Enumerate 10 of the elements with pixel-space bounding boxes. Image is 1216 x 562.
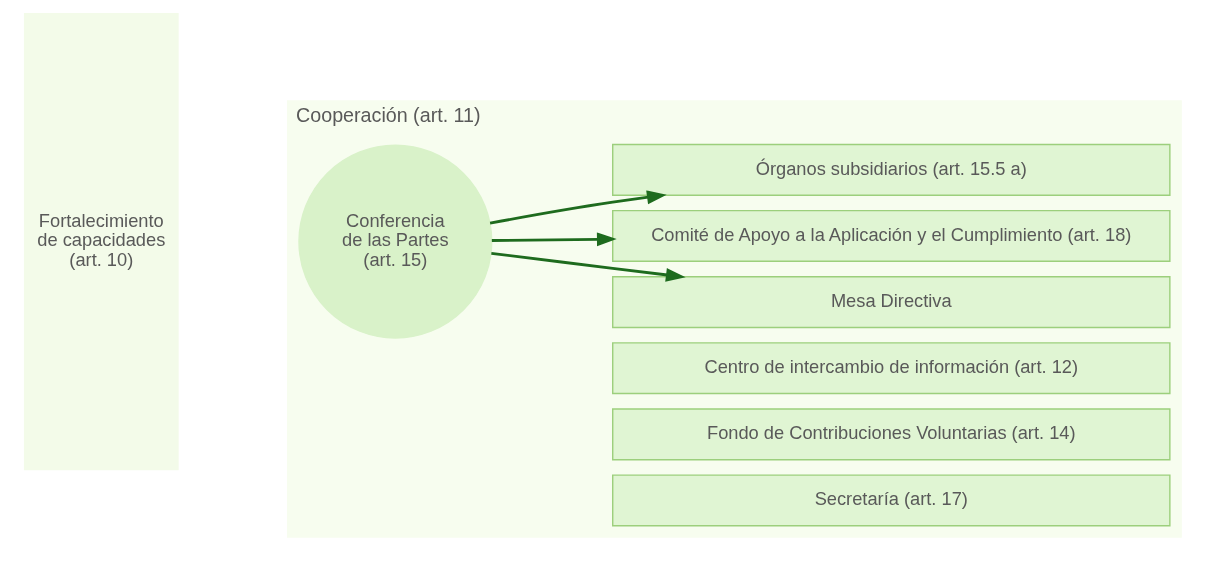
node-box: Centro de intercambio de información (art. 12) <box>611 342 1171 395</box>
arrow <box>489 190 667 225</box>
arrow <box>490 251 686 282</box>
node-box: Órganos subsidiarios (art. 15.5 a) <box>611 143 1171 196</box>
node-circle: Conferencia de las Partes (art. 15) <box>297 144 492 339</box>
arrow <box>491 232 617 247</box>
node-box: Fondo de Contribuciones Voluntarias (art. 14) <box>611 408 1171 461</box>
node-box: Mesa Directiva <box>611 276 1171 329</box>
node-box: Secretaría (art. 17) <box>611 474 1171 527</box>
node-box: Comité de Apoyo a la Aplicación y el Cumplimiento (art. 18) <box>611 209 1171 262</box>
